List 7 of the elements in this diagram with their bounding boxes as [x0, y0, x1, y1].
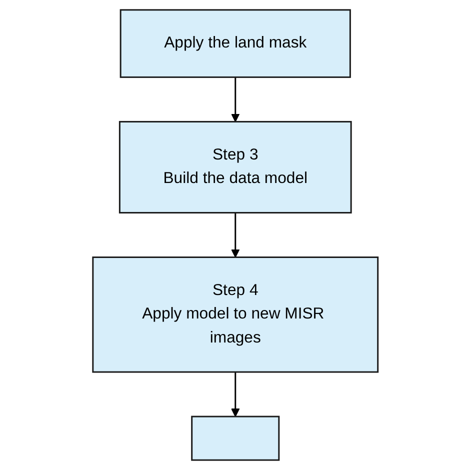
node-box: Apply the land mask [119, 9, 351, 78]
node-box: Step 4 Apply model to new MISR images [92, 256, 378, 373]
arrow [230, 372, 240, 417]
arrow [230, 77, 240, 122]
node-box [190, 416, 280, 461]
arrow [230, 212, 240, 258]
node-box: Step 3 Build the data model [118, 120, 352, 214]
